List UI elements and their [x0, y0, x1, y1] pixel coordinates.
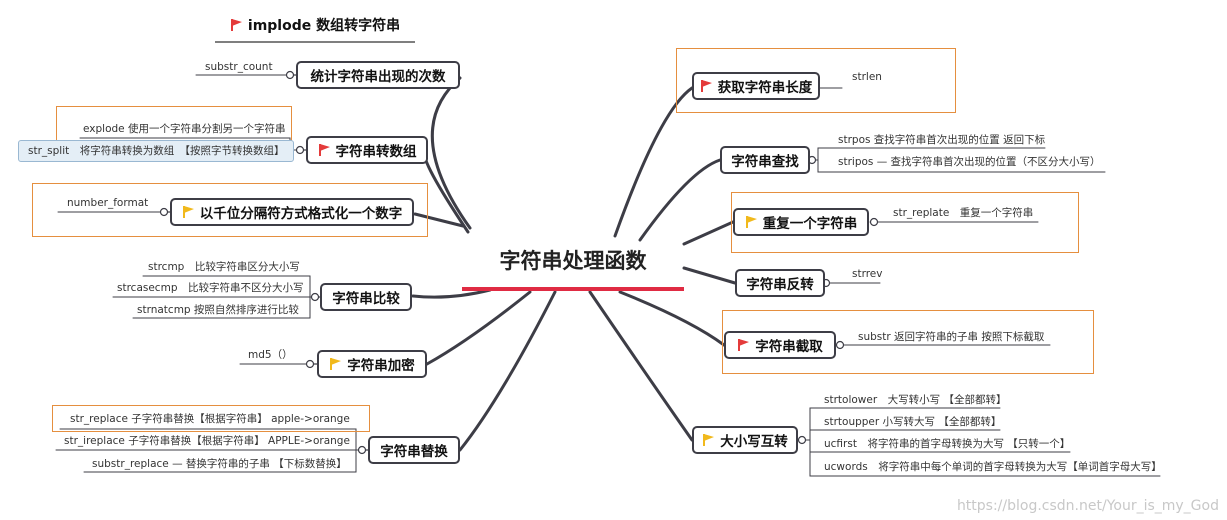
- flag-yellow-icon: [182, 206, 194, 218]
- leaf-item: ucwords 将字符串中每个单词的首字母转换为大写【单词首字母大写】: [824, 461, 1162, 473]
- branch-label: 字符串反转: [746, 277, 814, 293]
- leaf-item: strtolower 大写转小写 【全部都转】: [824, 394, 1007, 406]
- branch-label: 大小写互转: [720, 434, 788, 450]
- branch-b3[interactable]: 以千位分隔符方式格式化一个数字: [170, 198, 414, 226]
- leaf-item: str_split 将字符串转换为数组 【按照字节转换数组】: [28, 145, 285, 157]
- leaf-item: substr 返回字符串的子串 按照下标截取: [858, 331, 1045, 343]
- branch-label: 获取字符串长度: [717, 80, 813, 96]
- branch-b12[interactable]: 大小写互转: [692, 426, 798, 454]
- branch-b2[interactable]: 字符串转数组: [306, 136, 428, 164]
- watermark: https://blog.csdn.net/Your_is_my_God: [956, 498, 1219, 514]
- leaf-highlight: [18, 140, 294, 162]
- leaf-item: str_ireplace 子字符串替换【根据字符串】 APPLE->orange: [64, 435, 350, 447]
- branch-b8[interactable]: 字符串查找: [720, 146, 810, 174]
- leaf-item: md5（）: [248, 349, 293, 361]
- branch-b4[interactable]: 字符串比较: [320, 283, 412, 311]
- leaf-item: strcmp 比较字符串区分大小写: [148, 261, 300, 273]
- top-title: implode 数组转字符串: [215, 10, 415, 40]
- frame-b7: [676, 48, 956, 113]
- flag-red-icon: [700, 80, 712, 92]
- leaf-item: strlen: [852, 71, 882, 83]
- flag-yellow-icon: [330, 358, 342, 370]
- branch-b1[interactable]: 统计字符串出现的次数: [296, 61, 460, 89]
- flag-yellow-icon: [745, 216, 757, 228]
- branch-b11[interactable]: 字符串截取: [724, 331, 836, 359]
- leaf-item: substr_replace — 替换字符串的子串 【下标数替换】: [92, 458, 347, 470]
- top-title-text: implode 数组转字符串: [247, 18, 401, 34]
- frame-b9: [731, 192, 1079, 253]
- leaf-item: number_format: [67, 197, 149, 209]
- branch-label: 字符串加密: [347, 358, 415, 374]
- center-topic: 字符串处理函数: [499, 249, 647, 273]
- leaf-item: strcasecmp 比较字符串不区分大小写: [117, 282, 304, 294]
- flag-yellow-icon: [703, 434, 715, 446]
- branch-label: 字符串截取: [755, 339, 823, 355]
- branch-b5[interactable]: 字符串加密: [317, 350, 427, 378]
- leaf-item: substr_count: [205, 61, 273, 73]
- leaf-item: strtoupper 小写转大写 【全部都转】: [824, 416, 1002, 428]
- frame-b3: [32, 183, 428, 237]
- branch-label: 字符串查找: [731, 154, 799, 170]
- leaf-item: strrev: [852, 268, 883, 280]
- branch-label: 统计字符串出现的次数: [310, 69, 446, 85]
- branch-label: 字符串转数组: [335, 144, 417, 160]
- branch-label: 字符串比较: [332, 291, 400, 307]
- leaf-item: str_replace 子字符串替换【根据字符串】 apple->orange: [70, 413, 350, 425]
- leaf-item: strnatcmp 按照自然排序进行比较: [137, 304, 299, 316]
- branch-label: 以千位分隔符方式格式化一个数字: [199, 206, 403, 222]
- frame-b6: [52, 405, 370, 432]
- branch-b6[interactable]: 字符串替换: [368, 436, 460, 464]
- flag-red-icon: [738, 339, 750, 351]
- branch-b7[interactable]: 获取字符串长度: [692, 72, 820, 100]
- flag-red-icon: [318, 144, 330, 156]
- branch-label: 重复一个字符串: [762, 216, 858, 232]
- branch-label: 字符串替换: [380, 444, 448, 460]
- leaf-item: explode 使用一个字符串分割另一个字符串: [83, 123, 286, 135]
- leaf-item: ucfirst 将字符串的首字母转换为大写 【只转一个】: [824, 438, 1071, 450]
- branch-b9[interactable]: 重复一个字符串: [733, 208, 869, 236]
- leaf-item: str_replate 重复一个字符串: [893, 207, 1034, 219]
- leaf-item: stripos — 查找字符串首次出现的位置（不区分大小写）: [838, 156, 1101, 168]
- frame-b11: [722, 310, 1094, 374]
- leaf-item: strpos 查找字符串首次出现的位置 返回下标: [838, 134, 1046, 146]
- flag-red-icon: [230, 19, 242, 31]
- branch-b10[interactable]: 字符串反转: [735, 269, 825, 297]
